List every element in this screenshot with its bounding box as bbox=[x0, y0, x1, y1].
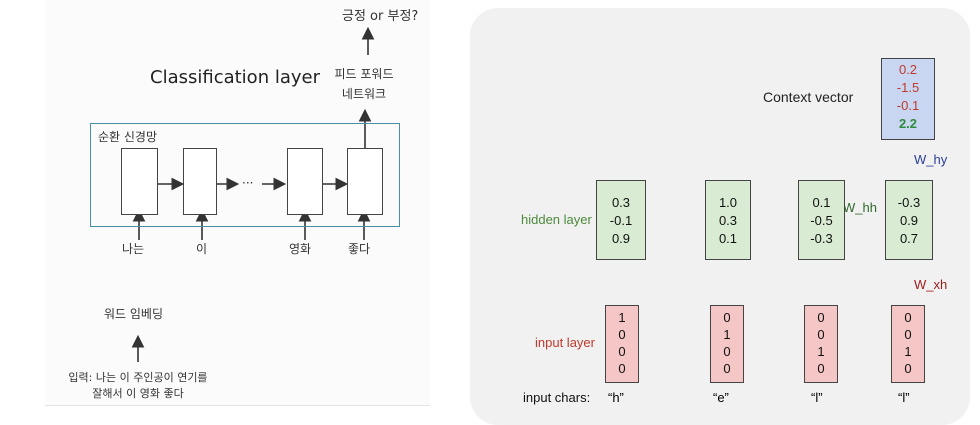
rnn-cell-4 bbox=[347, 148, 383, 215]
rnn-cell-2 bbox=[183, 148, 217, 215]
input-3-value-3: 1 bbox=[817, 344, 825, 359]
word-embedding-label: 워드 임베딩 bbox=[104, 307, 164, 321]
input-char-3: “l” bbox=[811, 390, 823, 405]
input-1-value-3: 0 bbox=[618, 344, 626, 359]
input-3-value-1: 0 bbox=[817, 310, 825, 325]
context-value-2: -1.5 bbox=[896, 80, 920, 95]
input-char-2: “e” bbox=[713, 390, 729, 405]
input-3-value-4: 0 bbox=[817, 361, 825, 376]
context-vector-label: Context vector bbox=[763, 89, 854, 105]
input-vector-1: 1 0 0 0 bbox=[605, 305, 639, 383]
context-value-4: 2.2 bbox=[898, 116, 918, 131]
input-2-value-1: 0 bbox=[723, 310, 731, 325]
rnn-cell-1 bbox=[121, 148, 158, 215]
input-layer-label: input layer bbox=[535, 335, 595, 350]
input-2-value-4: 0 bbox=[723, 361, 731, 376]
token-3: 영화 bbox=[289, 242, 312, 256]
context-value-1: 0.2 bbox=[898, 62, 918, 77]
ffn-label-line1: 피드 포워드 bbox=[334, 67, 394, 81]
input-char-4: “l” bbox=[898, 390, 910, 405]
output-label: 긍정 or 부정? bbox=[342, 9, 419, 24]
token-2: 이 bbox=[196, 242, 208, 256]
rnn-box bbox=[90, 123, 400, 227]
input-vector-2: 0 1 0 0 bbox=[710, 305, 744, 383]
context-value-3: -0.1 bbox=[896, 98, 920, 113]
feed-forward-network-box: 피드 포워드 네트워크 bbox=[316, 64, 412, 104]
input-sentence-line2: 잘해서 이 영화 좋다 bbox=[92, 387, 184, 400]
hidden-1-value-3: 0.9 bbox=[611, 231, 631, 246]
hidden-4-value-3: 0.7 bbox=[899, 231, 919, 246]
input-1-value-4: 0 bbox=[618, 361, 626, 376]
hidden-state-4: -0.3 0.9 0.7 bbox=[885, 180, 933, 260]
hidden-layer-label: hidden layer bbox=[521, 212, 592, 227]
context-vector-box: 0.2 -1.5 -0.1 2.2 bbox=[881, 58, 935, 140]
hidden-state-1: 0.3 -0.1 0.9 bbox=[596, 180, 646, 260]
hidden-4-value-1: -0.3 bbox=[897, 195, 921, 210]
hidden-1-value-2: -0.1 bbox=[609, 213, 633, 228]
input-4-value-1: 0 bbox=[904, 310, 912, 325]
hidden-2-value-2: 0.3 bbox=[718, 213, 738, 228]
hidden-4-value-2: 0.9 bbox=[899, 213, 919, 228]
input-4-value-3: 1 bbox=[904, 344, 912, 359]
hidden-3-value-1: 0.1 bbox=[812, 195, 831, 210]
w-hy-label: W_hy bbox=[914, 152, 948, 167]
input-sentence: 입력: 나는 이 주인공이 연기를 잘해서 이 영화 좋다 bbox=[58, 370, 218, 402]
hidden-1-value-1: 0.3 bbox=[611, 195, 631, 210]
input-chars-label: input chars: bbox=[523, 390, 591, 405]
hidden-2-value-3: 0.1 bbox=[718, 231, 738, 246]
rnn-cell-3 bbox=[287, 148, 323, 215]
rnn-ellipsis: ··· bbox=[242, 176, 254, 190]
input-vector-4: 0 0 1 0 bbox=[891, 305, 925, 383]
hidden-3-value-2: -0.5 bbox=[810, 213, 833, 228]
input-1-value-1: 1 bbox=[618, 310, 626, 325]
hidden-state-3: 0.1 -0.5 -0.3 bbox=[798, 180, 845, 260]
input-3-value-2: 0 bbox=[817, 327, 825, 342]
classification-layer-label: Classification layer bbox=[150, 67, 320, 88]
input-4-value-2: 0 bbox=[904, 327, 912, 342]
token-1: 나는 bbox=[122, 242, 145, 256]
hidden-3-value-3: -0.3 bbox=[810, 231, 833, 246]
input-4-value-4: 0 bbox=[904, 361, 912, 376]
w-xh-label: W_xh bbox=[914, 277, 948, 292]
input-1-value-2: 0 bbox=[618, 327, 626, 342]
input-2-value-3: 0 bbox=[723, 344, 731, 359]
w-hh-label: W_hh bbox=[843, 200, 877, 215]
input-char-1: “h” bbox=[608, 390, 624, 405]
hidden-2-value-1: 1.0 bbox=[718, 195, 738, 210]
rnn-title: 순환 신경망 bbox=[98, 130, 158, 144]
hidden-state-2: 1.0 0.3 0.1 bbox=[705, 180, 751, 260]
input-2-value-2: 1 bbox=[723, 327, 731, 342]
token-4: 좋다 bbox=[348, 242, 371, 256]
ffn-label-line2: 네트워크 bbox=[341, 87, 387, 101]
input-vector-3: 0 0 1 0 bbox=[804, 305, 838, 383]
input-sentence-line1: 입력: 나는 이 주인공이 연기를 bbox=[68, 371, 208, 384]
